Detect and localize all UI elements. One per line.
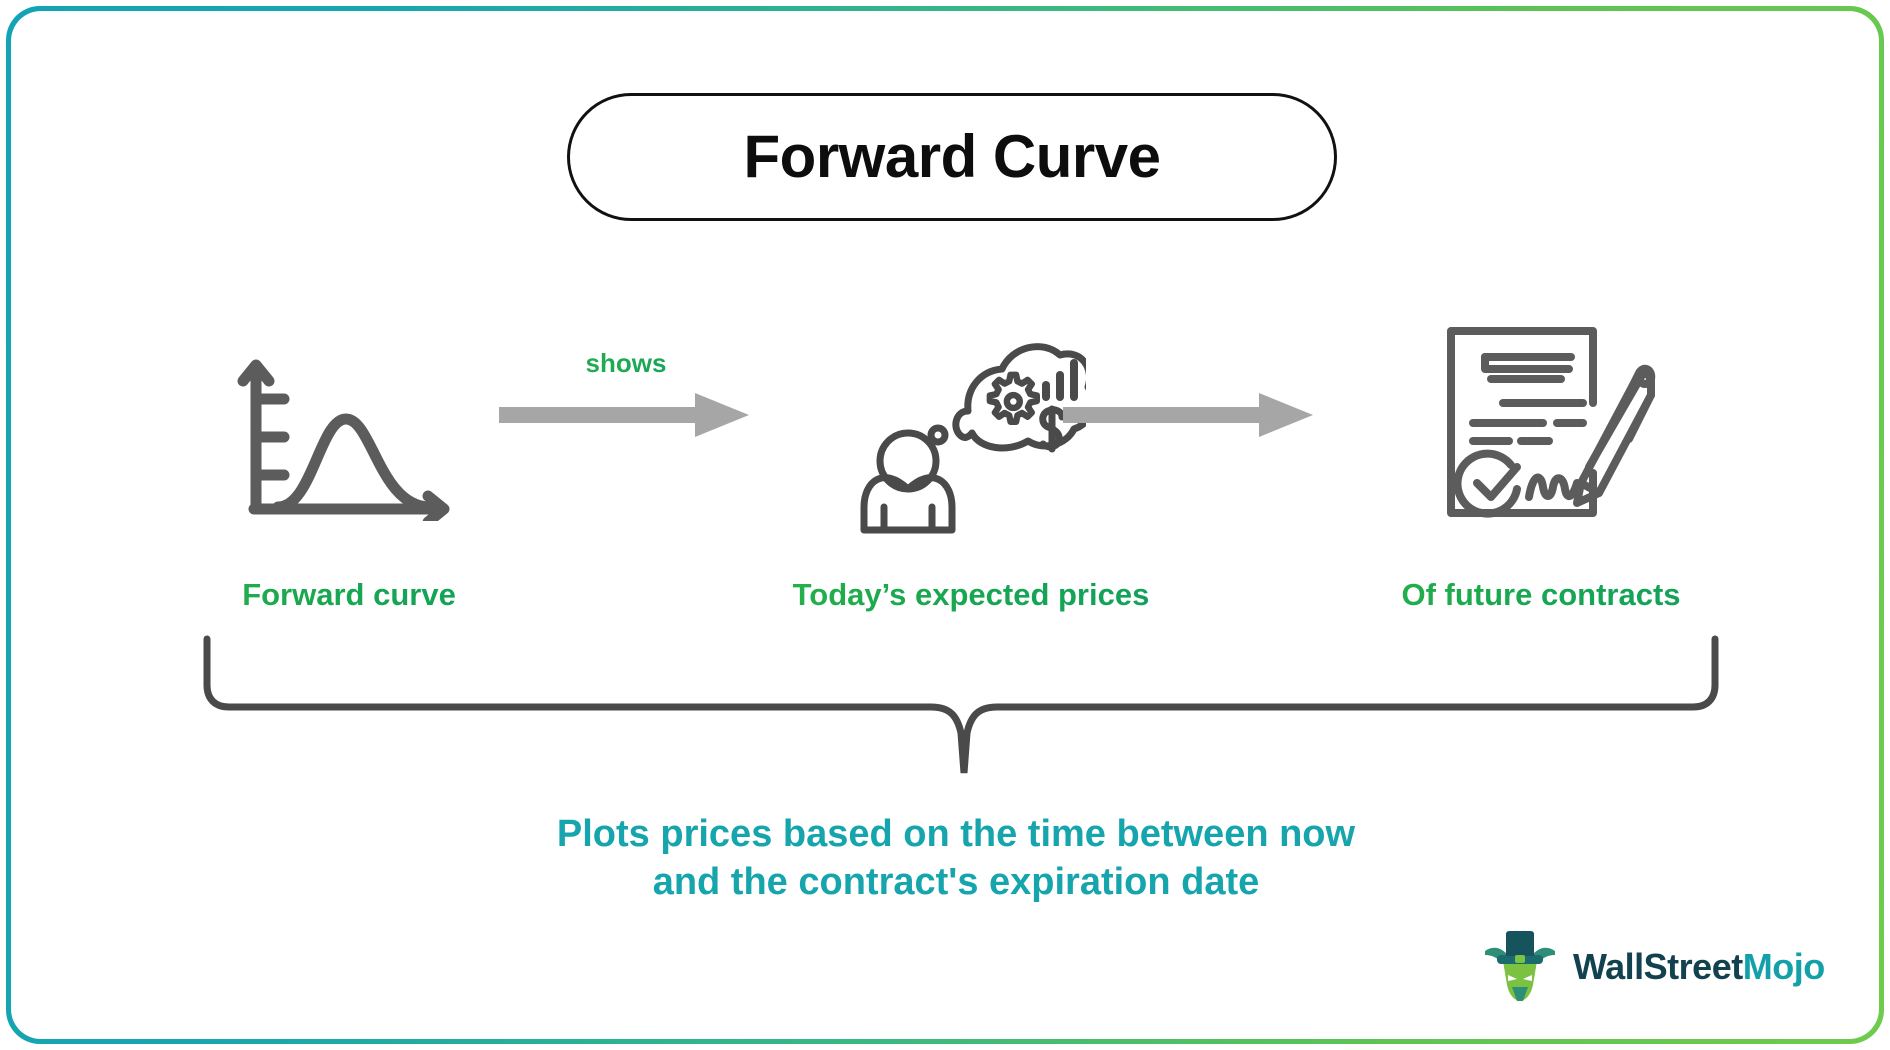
logo-wordmark: WallStreetMojo bbox=[1573, 946, 1825, 988]
arrow-right-icon-1 bbox=[499, 393, 749, 437]
step-future-contracts bbox=[1331, 307, 1751, 537]
step-label-future-contracts: Of future contracts bbox=[1321, 577, 1761, 613]
bell-curve-chart-icon bbox=[237, 359, 450, 521]
curly-brace-icon bbox=[203, 635, 1719, 774]
step-label-forward-curve: Forward curve bbox=[139, 577, 559, 613]
signed-contract-icon bbox=[1447, 327, 1656, 518]
title-pill: Forward Curve bbox=[567, 93, 1337, 221]
person-thinking-icon bbox=[860, 343, 1086, 534]
caption-line-2: and the contract's expiration date bbox=[652, 860, 1260, 903]
logo-text-primary: WallStreet bbox=[1573, 946, 1743, 987]
arrow-right-icon-2 bbox=[1063, 393, 1313, 437]
step-expected-prices bbox=[751, 311, 1191, 541]
step-label-expected-prices: Today’s expected prices bbox=[731, 577, 1211, 613]
page-title: Forward Curve bbox=[743, 123, 1161, 190]
step-forward-curve bbox=[139, 341, 559, 521]
wallstreetmojo-bull-icon bbox=[1485, 931, 1555, 1001]
wallstreetmojo-logo[interactable]: WallStreetMojo bbox=[1481, 929, 1825, 1005]
infographic-canvas: Forward Curve bbox=[11, 11, 1879, 1039]
connector-label-shows: shows bbox=[511, 348, 741, 379]
caption-line-1: Plots prices based on the time between n… bbox=[556, 813, 1356, 855]
gradient-frame: Forward Curve bbox=[6, 6, 1884, 1044]
summary-caption: Plots prices based on the time between n… bbox=[311, 811, 1601, 906]
logo-text-secondary: Mojo bbox=[1742, 946, 1825, 987]
